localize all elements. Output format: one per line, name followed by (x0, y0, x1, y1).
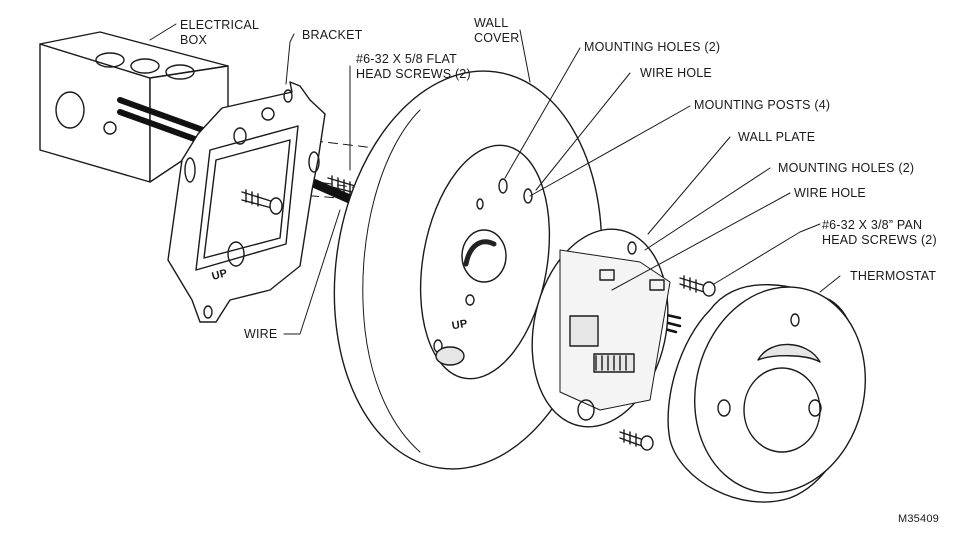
pan-head-screw-upper (679, 275, 716, 297)
mounting-holes-cover-label: MOUNTING HOLES (2) (584, 40, 721, 54)
figure-number: M35409 (898, 513, 939, 525)
flat-head-screw-lower (241, 189, 283, 215)
pan-head-screw-lower (619, 429, 654, 451)
thermostat (667, 284, 866, 503)
wire-hole-cover-label: WIRE HOLE (640, 66, 712, 80)
wall-cover-label: WALL COVER (474, 16, 520, 45)
leader-lines (149, 23, 841, 335)
bracket-label: BRACKET (302, 28, 363, 42)
wire-label: WIRE (244, 327, 278, 341)
cover-up-mark: UP (450, 317, 469, 333)
electrical-box-label: ELECTRICAL BOX (180, 18, 260, 47)
flat-head-screws-label: #6-32 X 5/8 FLAT HEAD SCREWS (2) (356, 52, 471, 81)
thermostat-label: THERMOSTAT (850, 269, 937, 283)
mounting-posts-label: MOUNTING POSTS (4) (694, 98, 831, 112)
pan-head-screws-label: #6-32 X 3/8” PAN HEAD SCREWS (2) (822, 218, 937, 247)
mounting-holes-plate-label: MOUNTING HOLES (2) (778, 161, 915, 175)
wire-hole-plate-label: WIRE HOLE (794, 186, 866, 200)
wall-plate-label: WALL PLATE (738, 130, 816, 144)
